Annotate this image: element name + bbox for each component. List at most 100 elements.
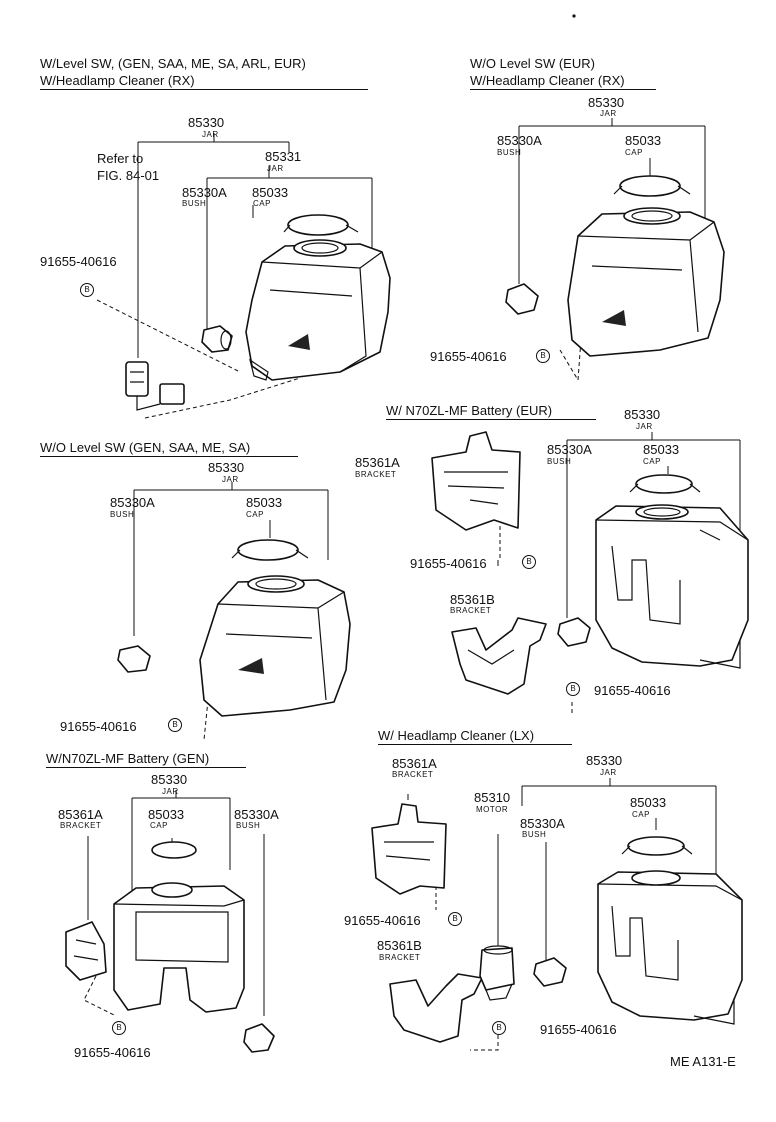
part-name: BUSH <box>182 199 207 208</box>
washer-jar-icon <box>199 575 351 717</box>
part-name: CAP <box>150 821 168 830</box>
part-number: 85361A <box>355 455 400 470</box>
washer-jar-icon <box>597 870 743 1025</box>
part-number: 91655-40616 <box>60 719 137 734</box>
part-name: BUSH <box>110 510 135 519</box>
part-name: CAP <box>643 457 661 466</box>
section-subtitle: W/Headlamp Cleaner (RX) <box>40 74 368 90</box>
part-number: 85330A <box>234 807 279 822</box>
washer-jar-icon <box>595 504 749 669</box>
part-number: 85361B <box>377 938 422 953</box>
bolt-callout: B <box>566 682 580 696</box>
part-number: 85310 <box>474 790 511 805</box>
part-name: BRACKET <box>379 953 421 962</box>
bracket-icon <box>371 803 447 895</box>
part-number: 85330 <box>188 115 225 130</box>
section-title: W/ Headlamp Cleaner (LX) <box>378 729 572 745</box>
part-number: 85330 <box>588 95 625 110</box>
part-number: 85330A <box>110 495 155 510</box>
cap-icon <box>231 539 309 561</box>
part-number: 85330 <box>586 753 623 768</box>
part-name: BUSH <box>522 830 547 839</box>
part-number: 85361A <box>58 807 103 822</box>
part-number: 85033 <box>643 442 680 457</box>
bush-icon <box>505 283 539 315</box>
bracket-icon <box>389 973 483 1043</box>
part-name: JAR <box>600 768 617 777</box>
cap-icon <box>613 175 691 197</box>
bracket-icon <box>451 617 547 695</box>
bolt-callout: B <box>536 349 550 363</box>
level-switch-icon <box>125 361 185 411</box>
part-name: CAP <box>246 510 264 519</box>
part-name: JAR <box>636 422 653 431</box>
bolt-callout: B <box>168 718 182 732</box>
part-number: 85033 <box>252 185 289 200</box>
bolt-callout: B <box>448 912 462 926</box>
part-name: JAR <box>222 475 239 484</box>
washer-jar-icon <box>567 207 725 357</box>
part-number: 85033 <box>246 495 283 510</box>
bolt-callout: B <box>522 555 536 569</box>
part-name: BRACKET <box>392 770 434 779</box>
section-title: W/Level SW, (GEN, SAA, ME, SA, ARL, EUR) <box>40 56 306 71</box>
bush-icon <box>557 617 591 647</box>
part-number: 85361A <box>392 756 437 771</box>
section-title: W/O Level SW (EUR) <box>470 56 595 71</box>
part-name: JAR <box>600 109 617 118</box>
part-name: CAP <box>253 199 271 208</box>
part-number: 91655-40616 <box>40 254 117 269</box>
bracket-icon <box>65 921 107 981</box>
part-number: 85330 <box>624 407 661 422</box>
bush-icon <box>533 957 567 987</box>
washer-jar-icon <box>113 882 245 1013</box>
part-number: 85361B <box>450 592 495 607</box>
bolt-callout: B <box>112 1021 126 1035</box>
bush-icon <box>243 1023 275 1053</box>
part-name: BUSH <box>236 821 261 830</box>
cap-icon <box>151 841 197 859</box>
section-title: W/ N70ZL-MF Battery (EUR) <box>386 404 596 420</box>
bolt-callout: B <box>492 1021 506 1035</box>
cap-icon <box>283 214 359 236</box>
part-number: 85330A <box>547 442 592 457</box>
section-title: W/O Level SW (GEN, SAA, ME, SA) <box>40 441 298 457</box>
part-number: 85330A <box>520 816 565 831</box>
bush-icon <box>117 645 151 673</box>
motor-icon <box>479 945 515 1001</box>
part-number: 91655-40616 <box>540 1022 617 1037</box>
washer-jar-icon <box>245 239 391 381</box>
part-name: CAP <box>632 810 650 819</box>
part-number: 91655-40616 <box>430 349 507 364</box>
figure-id: ME A131-E <box>670 1054 736 1069</box>
part-name: BUSH <box>497 148 522 157</box>
reference-note: Refer to <box>97 151 144 166</box>
part-number: 85033 <box>630 795 667 810</box>
part-name: JAR <box>202 130 219 139</box>
part-number: 91655-40616 <box>74 1045 151 1060</box>
reference-note: FIG. 84-01 <box>97 168 160 183</box>
part-number: 91655-40616 <box>344 913 421 928</box>
cap-icon <box>629 474 701 494</box>
part-name: JAR <box>162 787 179 796</box>
part-name: MOTOR <box>476 805 509 814</box>
part-number: 85330A <box>497 133 542 148</box>
cap-icon <box>621 836 693 856</box>
part-name: BUSH <box>547 457 572 466</box>
part-name: CAP <box>625 148 643 157</box>
part-number: 91655-40616 <box>594 683 671 698</box>
bush-icon <box>201 325 233 353</box>
part-number: 85331 <box>265 149 302 164</box>
part-name: BRACKET <box>355 470 397 479</box>
part-name: JAR <box>267 164 284 173</box>
bracket-icon <box>431 431 521 531</box>
part-number: 85033 <box>148 807 185 822</box>
bolt-callout: B <box>80 283 94 297</box>
part-number: 85330A <box>182 185 227 200</box>
part-number: 85330 <box>208 460 245 475</box>
part-name: BRACKET <box>60 821 102 830</box>
part-number: 85033 <box>625 133 662 148</box>
section-subtitle: W/Headlamp Cleaner (RX) <box>470 74 656 90</box>
section-title: W/N70ZL-MF Battery (GEN) <box>46 752 246 768</box>
